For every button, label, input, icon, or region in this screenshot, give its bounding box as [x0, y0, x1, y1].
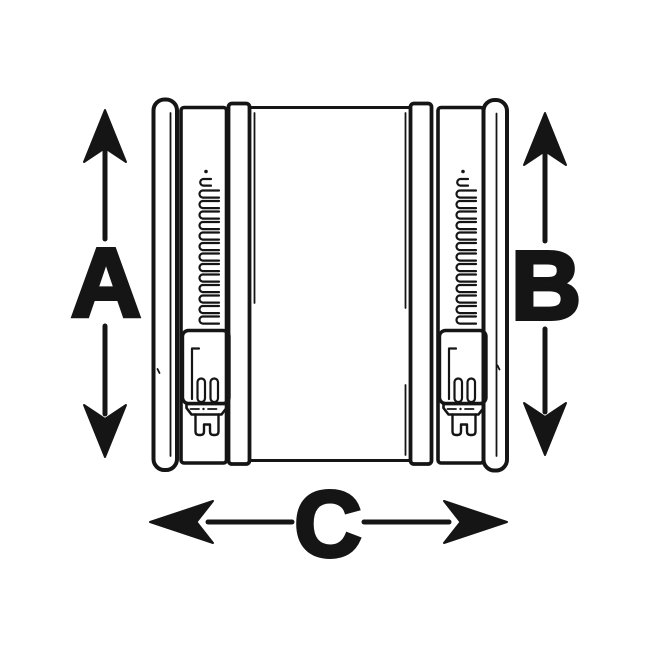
sleeve-right-end-outline	[481, 98, 509, 473]
dimension-arrow-b: B	[509, 112, 583, 456]
sleeve-left-ridge	[226, 101, 252, 466]
coupling-illustration	[151, 97, 509, 473]
sleeve-right-end-band	[481, 98, 509, 473]
dimension-label-c: C	[294, 472, 361, 576]
dimension-label-a: A	[71, 228, 141, 337]
sleeve-left-tick	[156, 368, 161, 374]
arrow-up-icon	[523, 112, 567, 166]
arrow-right-icon	[443, 500, 508, 544]
hose-clamp-left	[181, 108, 229, 464]
sleeve-body	[248, 106, 412, 462]
dimension-arrow-c: C	[149, 470, 508, 578]
sleeve-right-ridge	[408, 101, 434, 466]
sleeve-right-tick	[496, 364, 501, 371]
arrow-left-icon	[149, 500, 214, 544]
arrow-down-icon	[523, 402, 567, 456]
hose-clamp-right	[438, 108, 486, 464]
sleeve-left-end-outline	[151, 97, 179, 472]
arrow-up-icon	[83, 109, 127, 163]
sleeve-left-end-band	[151, 97, 179, 472]
dimension-label-b: B	[511, 231, 581, 340]
arrow-down-icon	[83, 404, 127, 458]
dimension-arrow-a: A	[69, 109, 143, 458]
